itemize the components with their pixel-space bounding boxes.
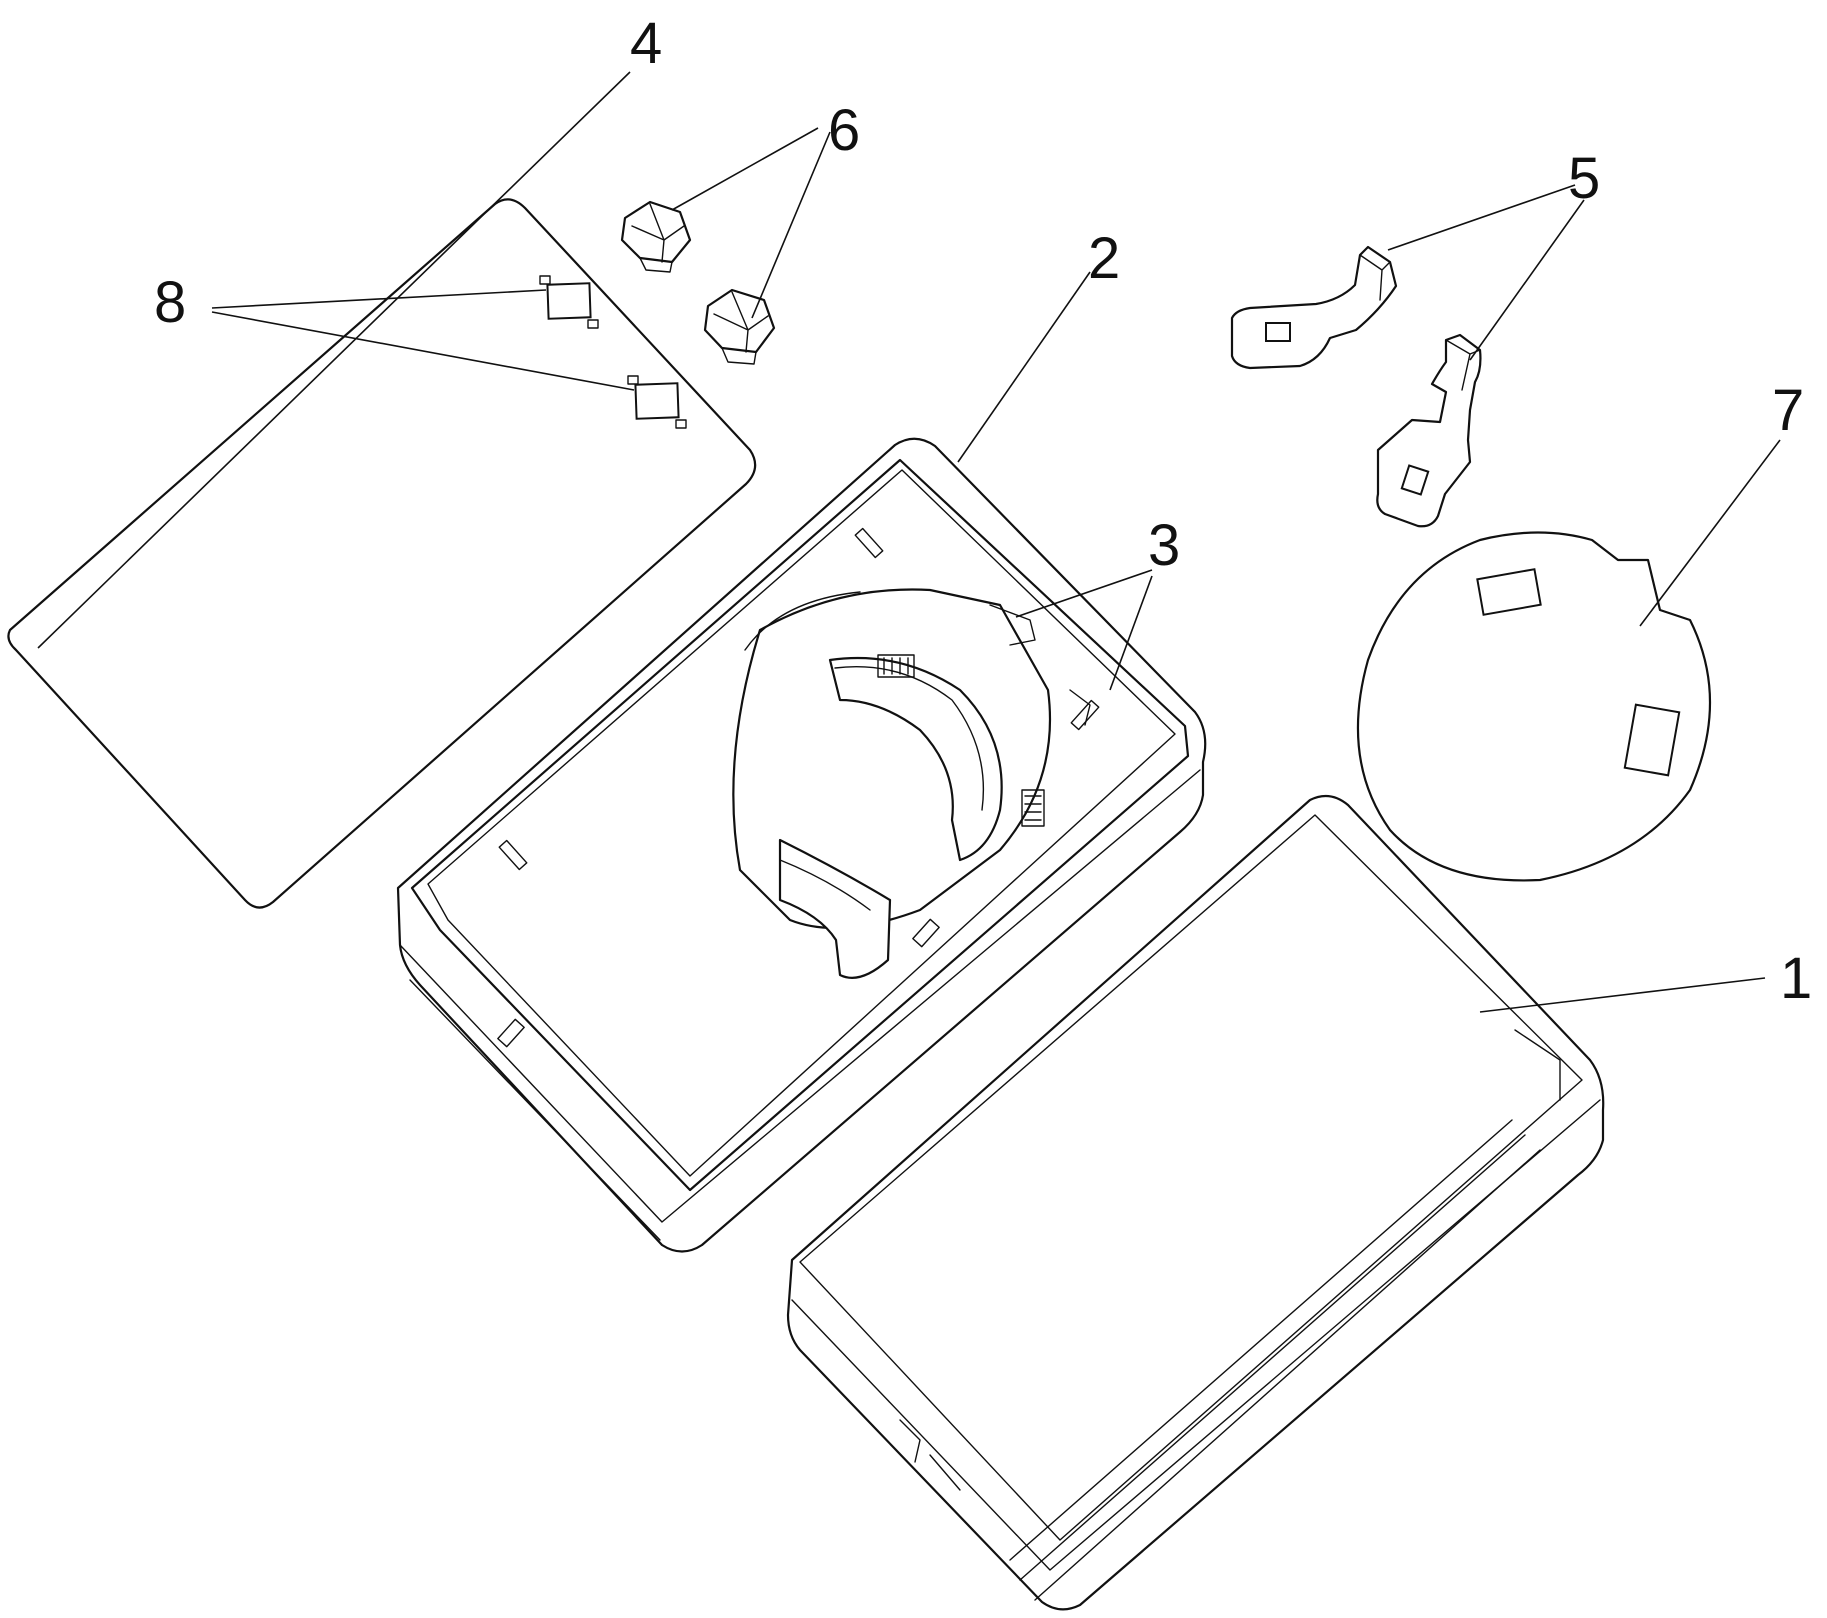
clip-upper bbox=[620, 200, 692, 273]
box-base bbox=[786, 794, 1605, 1611]
callout-4: 4 bbox=[630, 11, 662, 76]
round-disc bbox=[1356, 531, 1712, 882]
clip-lower bbox=[703, 288, 776, 365]
circular-holder bbox=[732, 588, 1091, 979]
window-lower bbox=[627, 375, 687, 429]
spring-contact-lower bbox=[1376, 333, 1482, 528]
callout-1: 1 bbox=[1780, 946, 1812, 1011]
callout-7: 7 bbox=[1772, 378, 1804, 443]
window-upper bbox=[539, 275, 599, 329]
contact-left bbox=[877, 654, 915, 678]
spring-contact-upper bbox=[1230, 245, 1398, 370]
callout-8: 8 bbox=[154, 270, 186, 335]
cover-plate bbox=[7, 198, 757, 909]
leader-lines bbox=[37, 71, 1781, 1013]
callout-labels: 4 6 8 2 5 3 7 1 bbox=[154, 11, 1812, 1011]
frame bbox=[396, 437, 1207, 1253]
callout-2: 2 bbox=[1088, 226, 1120, 291]
callout-3: 3 bbox=[1148, 513, 1180, 578]
callout-6: 6 bbox=[828, 98, 860, 163]
contact-right bbox=[1021, 789, 1045, 827]
callout-5: 5 bbox=[1568, 146, 1600, 211]
